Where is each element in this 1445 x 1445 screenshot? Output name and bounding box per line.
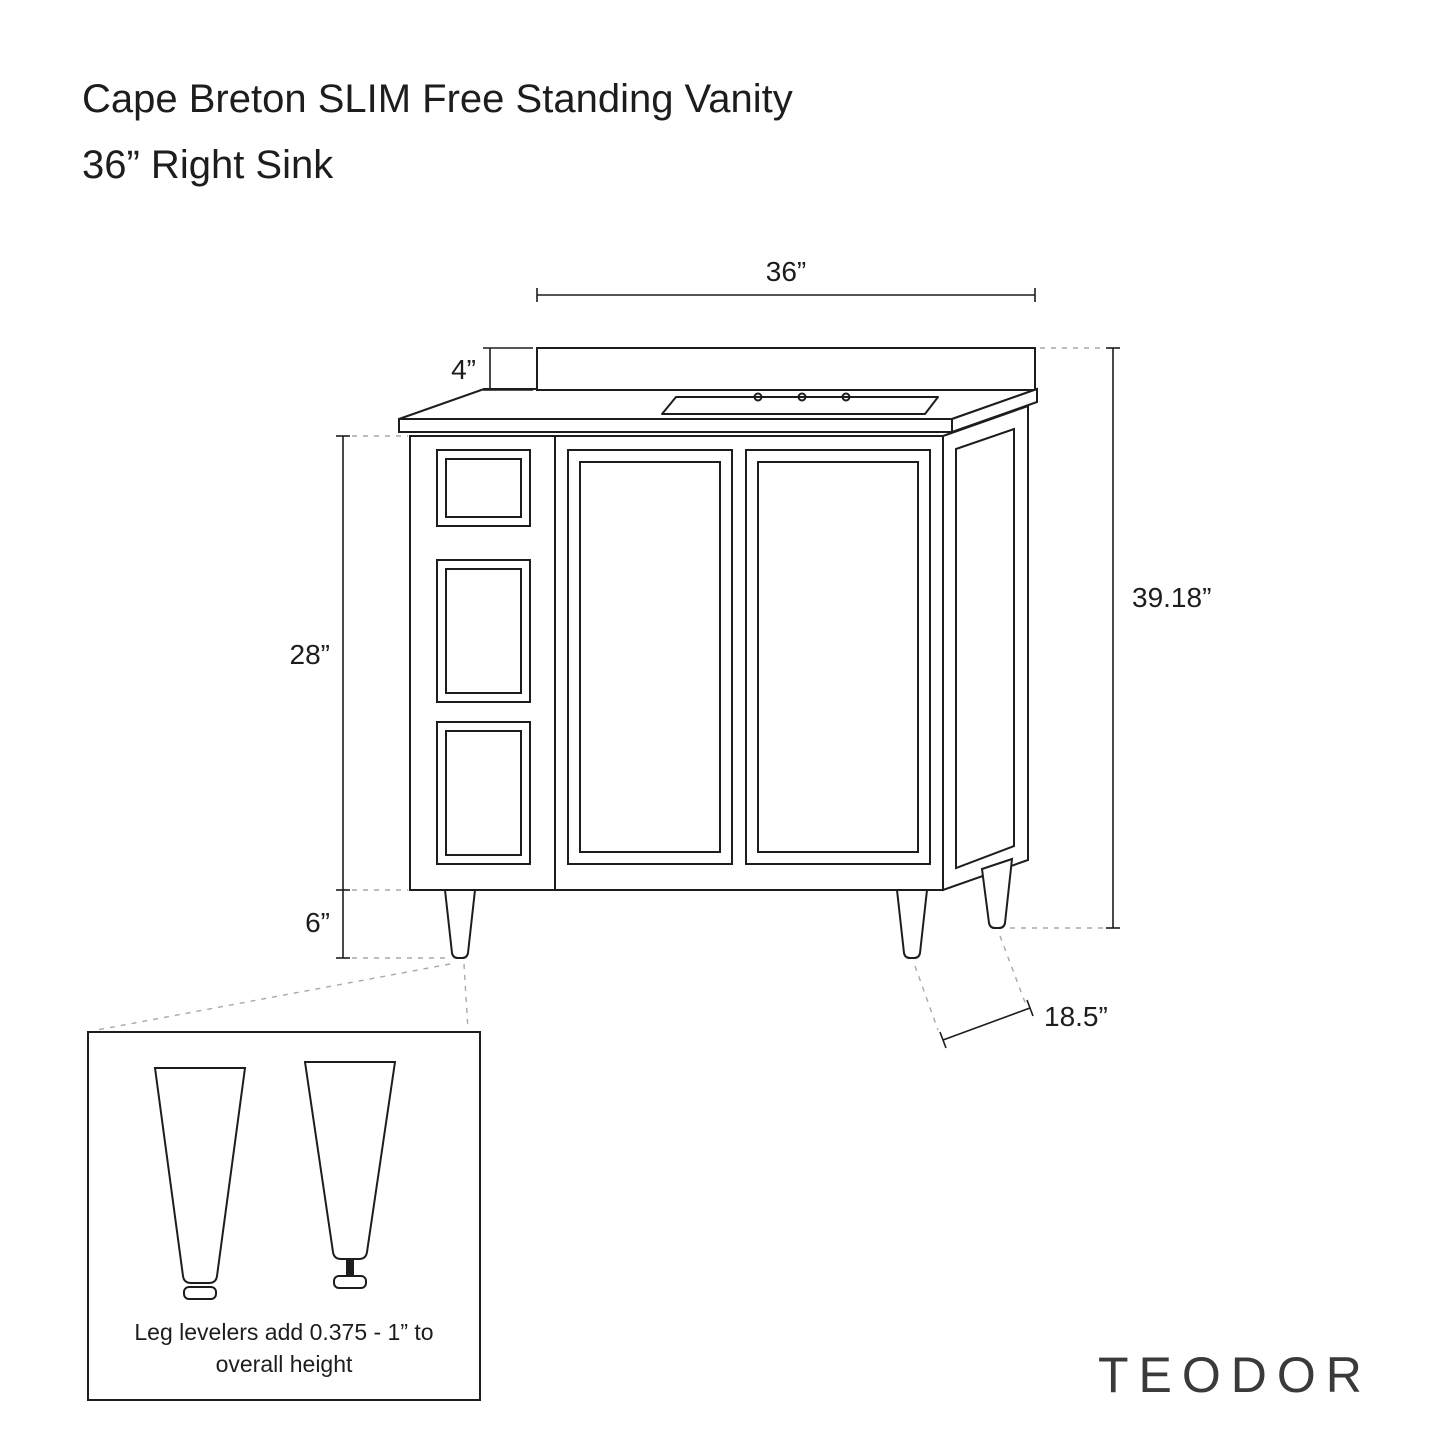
sink-outline	[661, 396, 939, 415]
drawer-3	[436, 721, 531, 865]
drawer-1	[436, 449, 531, 527]
faucet-hole	[841, 392, 851, 402]
dim-overall-height: 39.18”	[1010, 347, 1211, 929]
vanity-drawing	[398, 347, 1038, 959]
dim-label-overall-height: 39.18”	[1132, 582, 1211, 613]
faucet-hole	[753, 392, 763, 402]
drawer-bank	[436, 449, 531, 865]
dim-label-leg-height: 6”	[305, 907, 330, 938]
leg-detail-inset: Leg levelers add 0.375 - 1” to overall h…	[87, 963, 481, 1401]
drawer-3-panel	[445, 730, 522, 856]
extension-line	[999, 935, 1027, 1006]
leg-leveler-screw	[346, 1258, 354, 1277]
extension-line	[914, 965, 939, 1031]
drawer-2	[436, 559, 531, 703]
dimensions: 36” 4” 28” 6”	[290, 256, 1211, 1049]
leg-leveler-foot-right	[333, 1275, 367, 1289]
detail-leg-right	[303, 1061, 397, 1260]
dim-label-backsplash-height: 4”	[451, 354, 476, 385]
callout-line	[96, 963, 451, 1031]
brand-logo: TEODOR	[1098, 1347, 1372, 1403]
drawer-1-panel	[445, 458, 522, 518]
countertop-right-edge	[951, 387, 1038, 434]
cabinet-side-panel	[942, 404, 1029, 892]
dim-line	[942, 1007, 1031, 1041]
detail-box	[87, 1031, 481, 1401]
legs	[443, 857, 1014, 959]
countertop-front-edge	[398, 418, 953, 433]
dim-tick	[939, 1031, 947, 1049]
title-block: Cape Breton SLIM Free Standing Vanity 36…	[82, 77, 793, 187]
leg-leveler-foot-left	[183, 1286, 217, 1300]
detail-leg-left	[153, 1067, 247, 1284]
dim-tick	[1026, 999, 1034, 1017]
door-left-panel	[579, 461, 721, 853]
dim-depth: 18.5”	[914, 935, 1108, 1049]
dim-backsplash-height: 4”	[451, 347, 533, 391]
door-right	[745, 449, 931, 865]
faucet-hole	[797, 392, 807, 402]
door-right-panel	[757, 461, 919, 853]
diagram-title-line1: Cape Breton SLIM Free Standing Vanity	[82, 77, 793, 121]
leg-rear-right	[980, 857, 1014, 929]
cabinet-front	[409, 435, 944, 891]
door-left	[567, 449, 733, 865]
leg-front-right	[895, 889, 929, 959]
leg-detail-note-line2: overall height	[216, 1351, 353, 1377]
callout-line	[463, 963, 469, 1031]
dim-label-depth: 18.5”	[1044, 1001, 1108, 1032]
drawer-2-panel	[445, 568, 522, 694]
dim-label-overall-width: 36”	[766, 256, 806, 287]
leg-front-left	[443, 889, 477, 959]
dim-cabinet-height: 28”	[290, 435, 408, 891]
dim-label-cabinet-height: 28”	[290, 639, 330, 670]
backsplash	[536, 347, 1036, 391]
doors	[567, 449, 931, 865]
leg-detail-note-line1: Leg levelers add 0.375 - 1” to	[134, 1319, 433, 1345]
dim-overall-width: 36”	[536, 256, 1036, 302]
cabinet-side-inner-panel	[955, 427, 1015, 870]
dim-leg-height: 6”	[305, 890, 448, 959]
diagram-title-line2: 36” Right Sink	[82, 143, 334, 187]
